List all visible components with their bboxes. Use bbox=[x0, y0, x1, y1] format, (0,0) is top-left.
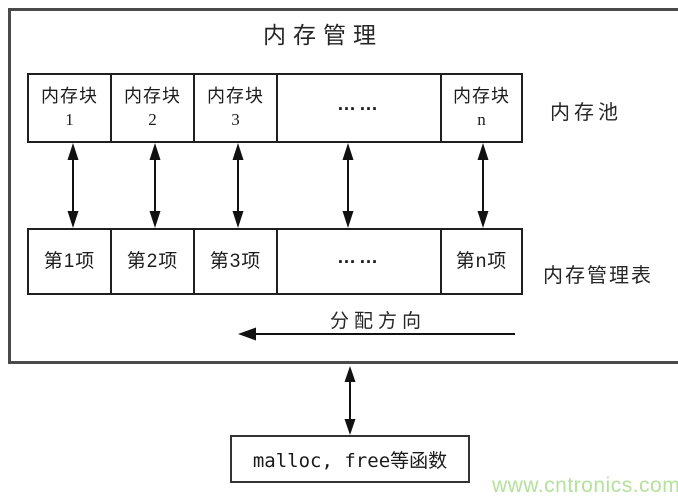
memory-block-label: 内存块 bbox=[207, 86, 264, 106]
management-table-row: 第1项 第2项 第3项 …… 第n项 bbox=[27, 228, 523, 295]
vertical-double-arrow-4 bbox=[342, 143, 354, 228]
page-title: 内存管理 bbox=[263, 22, 383, 48]
memory-block-label: 内存块 bbox=[453, 86, 510, 106]
ellipsis-dots: …… bbox=[337, 247, 381, 268]
table-entry-3: 第3项 bbox=[193, 230, 276, 293]
table-entry-ellipsis: …… bbox=[276, 230, 440, 293]
memory-block-2: 内存块 2 bbox=[110, 75, 193, 141]
functions-label: malloc, free等函数 bbox=[252, 449, 448, 472]
table-entry-label: 第n项 bbox=[455, 251, 508, 272]
memory-block-index: 1 bbox=[65, 110, 74, 129]
memory-block-ellipsis: …… bbox=[276, 75, 440, 141]
vertical-double-arrow-5 bbox=[477, 143, 489, 228]
memory-pool-label: 内存池 bbox=[550, 102, 622, 124]
memory-block-index: 2 bbox=[148, 110, 157, 129]
vertical-double-arrow-functions bbox=[344, 366, 356, 435]
table-entry-label: 第3项 bbox=[209, 251, 262, 272]
vertical-double-arrow-1 bbox=[67, 143, 79, 228]
memory-block-label: 内存块 bbox=[124, 86, 181, 106]
memory-block-label: 内存块 bbox=[41, 86, 98, 106]
table-entry-1: 第1项 bbox=[29, 230, 110, 293]
vertical-double-arrow-2 bbox=[149, 143, 161, 228]
left-arrow bbox=[238, 327, 515, 341]
table-entry-n: 第n项 bbox=[440, 230, 521, 293]
ellipsis-dots: …… bbox=[337, 93, 381, 115]
functions-box: malloc, free等函数 bbox=[230, 435, 470, 483]
allocation-direction-label: 分配方向 bbox=[330, 311, 427, 332]
table-entry-label: 第2项 bbox=[126, 251, 179, 272]
memory-pool-row: 内存块 1 内存块 2 内存块 3 …… 内存块 n bbox=[27, 73, 523, 143]
memory-block-index: 3 bbox=[231, 110, 240, 129]
watermark: www.cntronics.com bbox=[492, 474, 678, 497]
management-table-label: 内存管理表 bbox=[543, 265, 653, 287]
vertical-double-arrow-3 bbox=[232, 143, 244, 228]
memory-block-n: 内存块 n bbox=[440, 75, 521, 141]
outer-frame bbox=[8, 8, 678, 364]
memory-block-3: 内存块 3 bbox=[193, 75, 276, 141]
table-entry-2: 第2项 bbox=[110, 230, 193, 293]
memory-block-index: n bbox=[477, 110, 486, 129]
table-entry-label: 第1项 bbox=[43, 251, 96, 272]
memory-block-1: 内存块 1 bbox=[29, 75, 110, 141]
